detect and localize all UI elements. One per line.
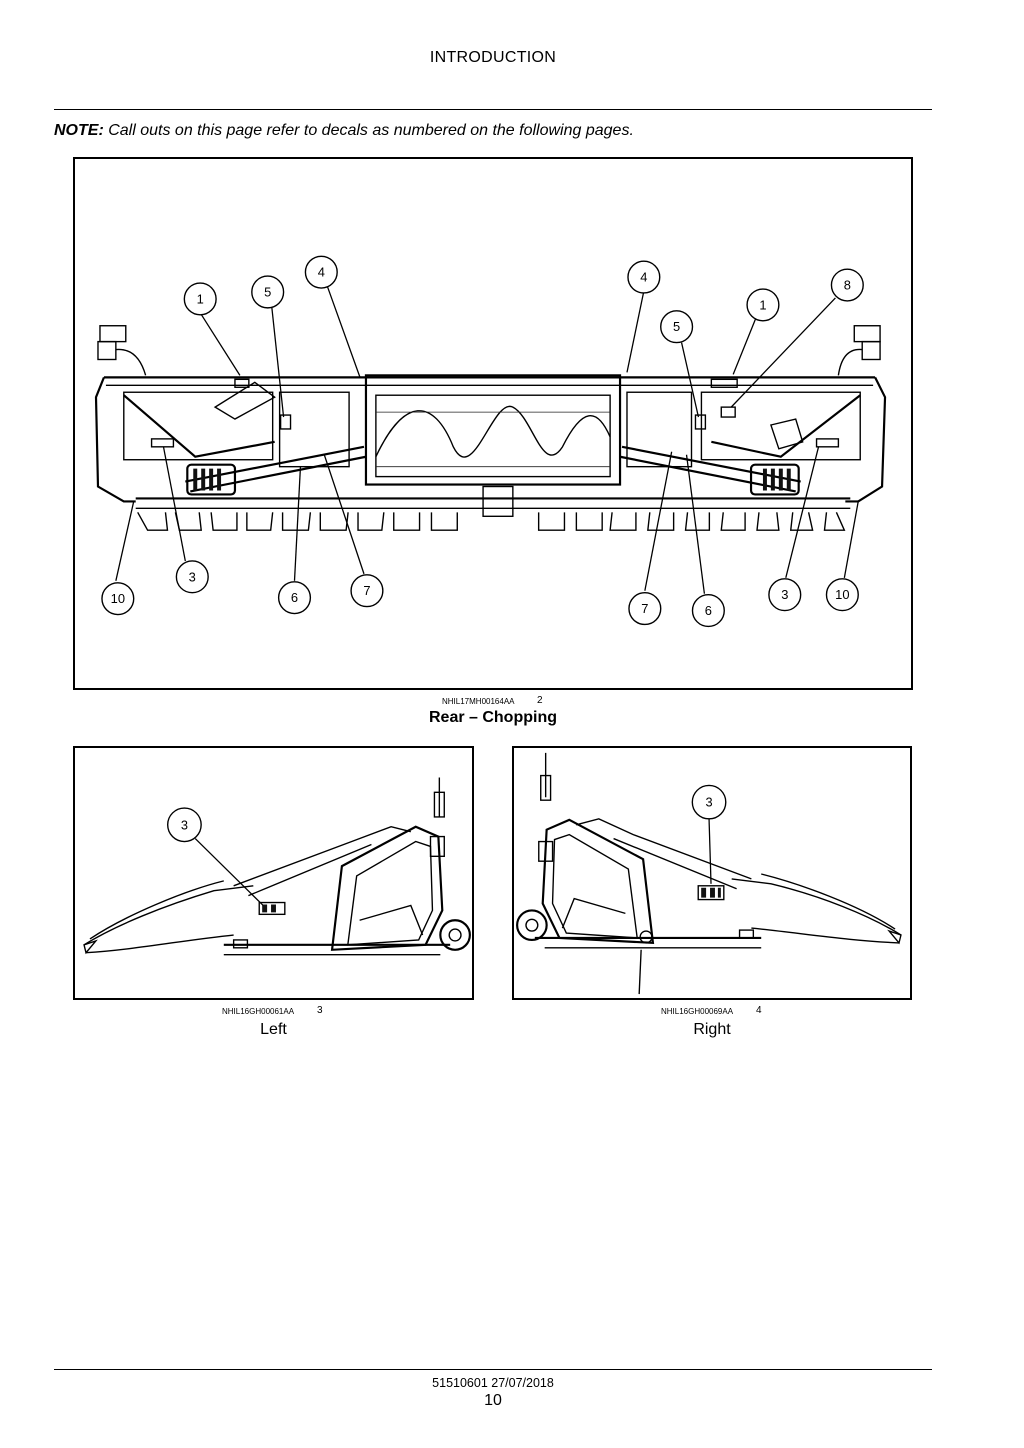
- note-paragraph: NOTE: Call outs on this page refer to de…: [54, 122, 634, 140]
- callout-8: 8: [830, 268, 864, 302]
- svg-text:6: 6: [291, 590, 298, 605]
- callout-10-right: 10: [825, 578, 859, 612]
- svg-text:4: 4: [640, 270, 647, 285]
- svg-text:3: 3: [181, 817, 188, 832]
- header-machine-drawing: [94, 325, 887, 531]
- right-side-illustration: 3: [516, 752, 902, 995]
- callout-4-left: 4: [304, 255, 338, 289]
- svg-text:10: 10: [111, 591, 125, 606]
- callout-leader-lines: [115, 285, 859, 594]
- svg-text:8: 8: [844, 278, 851, 293]
- callout-6-left: 6: [277, 581, 312, 615]
- figure-3-caption: Left: [260, 1021, 287, 1038]
- footer-document-reference: 51510601 27/07/2018: [432, 1376, 554, 1390]
- callout-4-right: 4: [627, 260, 661, 294]
- figure-4-image-id: NHIL16GH00069AA: [661, 1007, 734, 1016]
- figure-4-caption: Right: [693, 1021, 731, 1038]
- svg-text:4: 4: [318, 265, 325, 280]
- footer-rule: [54, 1369, 932, 1370]
- svg-text:3: 3: [189, 569, 196, 584]
- callout-5-right: 5: [660, 310, 694, 344]
- note-text: Call outs on this page refer to decals a…: [103, 122, 634, 139]
- note-label: NOTE:: [54, 122, 104, 139]
- left-header-drawing: [83, 777, 471, 956]
- figure-2-caption: Rear – Chopping: [428, 709, 557, 726]
- callout-1-left: 1: [183, 282, 217, 316]
- figure-2-number: 2: [537, 695, 543, 706]
- svg-text:3: 3: [781, 587, 788, 602]
- callout-bubbles: 1 5 4 4 5 1 8 3 10 6 7 7 6 3 10: [101, 255, 864, 628]
- svg-text:3: 3: [705, 795, 712, 810]
- page-header-title: INTRODUCTION: [429, 49, 557, 66]
- callout-6-right: 6: [691, 594, 725, 628]
- figure-3-image-id: NHIL16GH00061AA: [222, 1007, 295, 1016]
- callout-10-left: 10: [101, 582, 135, 616]
- footer-page-number: 10: [484, 1392, 502, 1409]
- figure-4-number: 4: [756, 1005, 762, 1016]
- svg-text:5: 5: [673, 319, 680, 334]
- right-callout-3: 3: [691, 784, 727, 820]
- svg-text:10: 10: [835, 587, 849, 602]
- rear-header-illustration: 1 5 4 4 5 1 8 3 10 6 7 7 6 3 10: [94, 255, 887, 628]
- svg-text:5: 5: [264, 284, 271, 299]
- left-callout-3: 3: [167, 807, 202, 843]
- callout-3-left: 3: [175, 560, 209, 594]
- right-header-drawing: [516, 752, 902, 995]
- figure-right: 3: [512, 746, 912, 1000]
- figure-rear-chopping: 1 5 4 4 5 1 8 3 10 6 7 7 6 3 10: [73, 157, 913, 690]
- figure-3-number: 3: [317, 1005, 323, 1016]
- callout-3-right: 3: [768, 578, 802, 612]
- svg-text:7: 7: [641, 601, 648, 616]
- svg-text:1: 1: [197, 291, 204, 306]
- svg-text:7: 7: [363, 583, 370, 598]
- callout-5-left: 5: [251, 275, 285, 309]
- svg-text:6: 6: [705, 603, 712, 618]
- svg-text:1: 1: [759, 297, 766, 312]
- callout-7-left: 7: [350, 574, 384, 608]
- header-rule: [54, 109, 932, 110]
- callout-1-right: 1: [746, 288, 780, 322]
- figure-2-image-id: NHIL17MH00164AA: [442, 697, 515, 706]
- left-side-illustration: 3: [83, 777, 471, 956]
- figure-left: 3: [73, 746, 474, 1000]
- callout-7-right: 7: [628, 592, 662, 626]
